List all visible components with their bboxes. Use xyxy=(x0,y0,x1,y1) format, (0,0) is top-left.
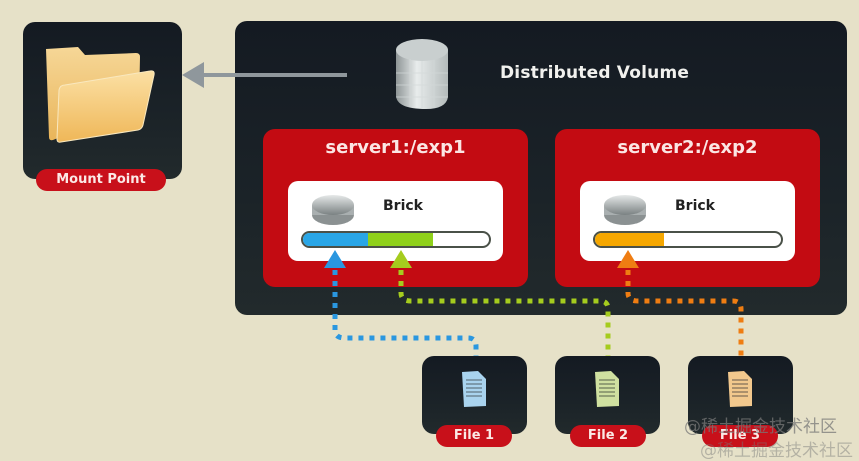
server-2-panel: server2:/exp2 Brick xyxy=(555,129,820,287)
document-icon xyxy=(462,371,486,407)
brick-label: Brick xyxy=(383,198,423,214)
disk-icon xyxy=(312,195,354,225)
volume-title: Distributed Volume xyxy=(500,63,690,83)
file-2-panel xyxy=(555,356,660,434)
server-title: server1:/exp1 xyxy=(325,137,466,158)
database-cylinder-icon xyxy=(396,39,448,109)
watermark: @稀土掘金技术社区 xyxy=(684,417,837,437)
mount-point-panel xyxy=(23,22,182,179)
file-1-label: File 1 xyxy=(436,425,512,447)
usage-segment-file-1 xyxy=(303,233,369,246)
brick-label: Brick xyxy=(675,198,715,214)
brick-card: Brick xyxy=(580,181,795,261)
brick-card: Brick xyxy=(288,181,503,261)
disk-icon xyxy=(604,195,646,225)
server-title: server2:/exp2 xyxy=(617,137,758,158)
brick-usage-bar xyxy=(301,231,491,248)
file-1-panel xyxy=(422,356,527,434)
mount-point-label: Mount Point xyxy=(36,169,166,191)
usage-segment-file-2 xyxy=(368,233,434,246)
folder-icon xyxy=(46,47,155,143)
file-3-label: File 3 xyxy=(702,425,778,447)
document-icon xyxy=(595,371,619,407)
server-1-panel: server1:/exp1 Brick xyxy=(263,129,528,287)
file-2-label: File 2 xyxy=(570,425,646,447)
usage-segment-file-3 xyxy=(595,233,664,246)
file-3-panel xyxy=(688,356,793,434)
brick-usage-bar xyxy=(593,231,783,248)
document-icon xyxy=(728,371,752,407)
